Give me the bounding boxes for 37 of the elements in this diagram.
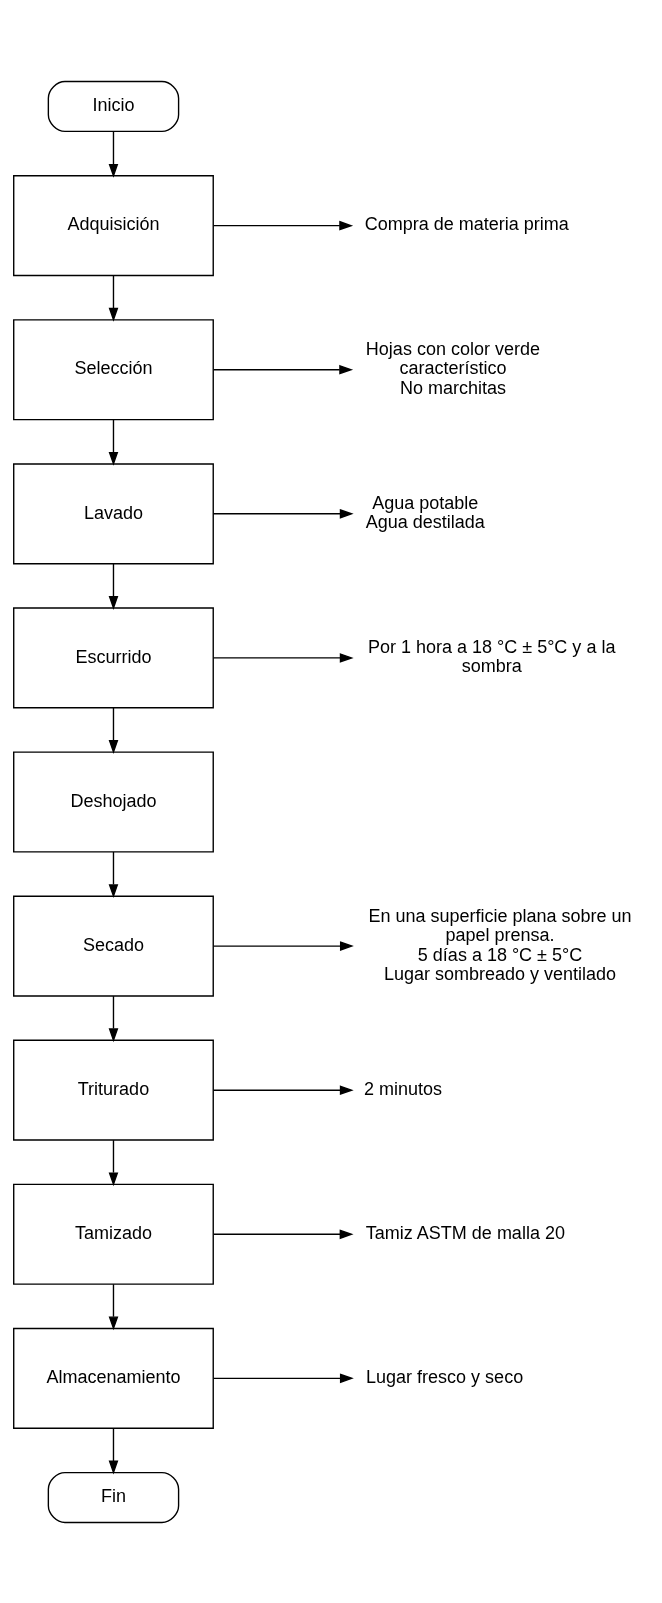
node-box: Escurrido [13, 606, 214, 708]
node-box: Selección [13, 318, 214, 420]
node-text: 2 minutos [364, 1078, 443, 1099]
arrow [212, 940, 354, 951]
node-text: Agua potable Agua destilada [365, 492, 485, 532]
arrow [108, 418, 119, 466]
node-box: Fin [47, 1471, 180, 1523]
arrow [213, 1373, 354, 1383]
node-box: Secado [13, 895, 214, 997]
arrow [108, 1427, 119, 1474]
arrow [212, 1084, 354, 1095]
arrow [108, 130, 119, 178]
arrow [108, 994, 119, 1042]
node-box: Lavado [13, 462, 214, 564]
arrow [108, 706, 119, 754]
arrow [108, 850, 119, 898]
arrow [212, 508, 354, 519]
node-text: En una superficie plana sobre un papel prensa. 5 días a 18 °C ± 5°C Lugar sombreado y ventilado [368, 905, 632, 984]
arrow [108, 562, 119, 610]
node-text: Por 1 hora a 18 °C ± 5°C y a la sombra [368, 636, 616, 676]
arrow [212, 220, 354, 230]
node-box: Tamizado [13, 1183, 214, 1285]
arrow [108, 1283, 119, 1330]
node-text: Compra de materia prima [364, 213, 569, 234]
node-box: Inicio [47, 80, 180, 132]
arrow [213, 1228, 354, 1239]
node-box: Triturado [13, 1039, 214, 1141]
node-box: Almacenamiento [13, 1327, 214, 1429]
node-box: Adquisición [13, 174, 214, 276]
node-box: Deshojado [13, 750, 214, 853]
arrow [212, 652, 354, 663]
arrow [212, 364, 354, 375]
node-text: Lugar fresco y seco [366, 1366, 524, 1387]
arrow [108, 1139, 119, 1186]
node-text: Hojas con color verde característico No marchitas [365, 338, 540, 398]
arrow [108, 274, 119, 322]
node-text: Tamiz ASTM de malla 20 [365, 1222, 565, 1243]
